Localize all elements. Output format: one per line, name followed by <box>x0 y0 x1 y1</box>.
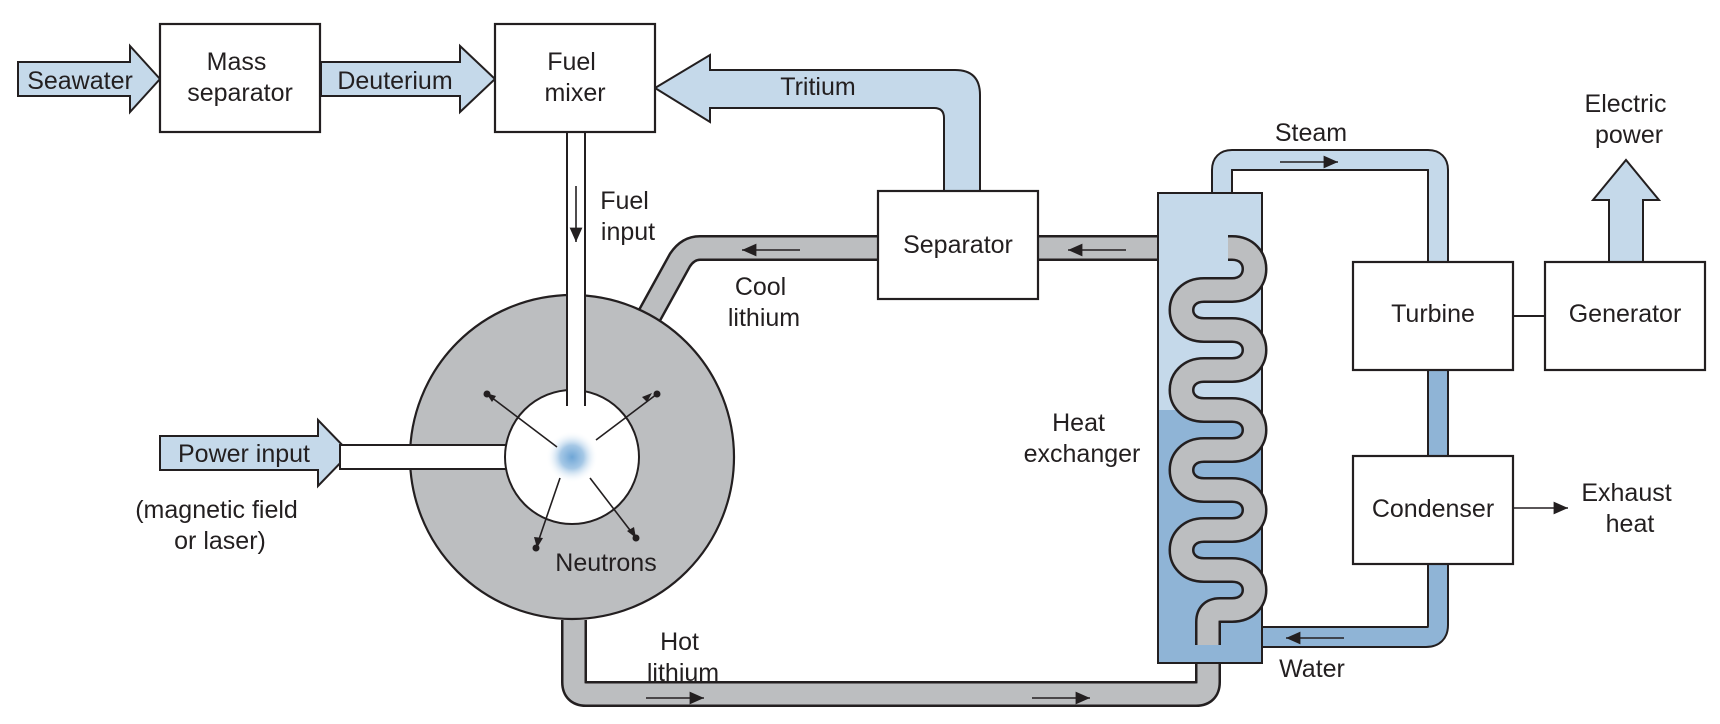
flow-arrows <box>569 155 1568 705</box>
hot-lithium-label: Hot lithium <box>647 628 719 687</box>
seawater-label: Seawater <box>27 67 133 95</box>
turbine-box <box>1351 260 1515 372</box>
turbine-label: Turbine <box>1391 300 1475 328</box>
neutron-rays <box>483 390 661 552</box>
generator-box <box>1543 260 1707 372</box>
mass-separator-box <box>158 22 322 134</box>
fuel-mixer-box <box>493 22 657 134</box>
exhaust-heat-label: Exhaust heat <box>1581 479 1678 538</box>
hot-lithium-pipe <box>561 620 1221 707</box>
power-input-note: (magnetic field or laser) <box>135 496 305 555</box>
electric-power-arrow <box>1590 158 1662 263</box>
separator-box <box>876 189 1040 301</box>
fuel-mixer-label: Fuel mixer <box>544 48 605 107</box>
fuel-input-label: Fuel input <box>600 187 656 246</box>
power-input-arrow <box>159 417 352 489</box>
fusion-reactor <box>339 131 736 621</box>
steam-label: Steam <box>1275 119 1347 147</box>
deuterium-label: Deuterium <box>337 67 452 95</box>
water-return-pipe <box>1262 362 1449 648</box>
seawater-arrow <box>17 43 162 115</box>
separator-label: Separator <box>903 231 1013 259</box>
cool-lithium-pipe <box>636 235 1228 325</box>
power-input-label: Power input <box>178 440 310 468</box>
condenser-label: Condenser <box>1372 495 1494 523</box>
electric-power-label: Electric power <box>1585 90 1674 149</box>
cool-lithium-label: Cool lithium <box>728 273 800 332</box>
mass-separator-label: Mass separator <box>187 48 293 107</box>
generator-label: Generator <box>1569 300 1682 328</box>
tritium-label: Tritium <box>780 73 855 101</box>
water-label: Water <box>1279 655 1345 683</box>
plasma-core <box>546 431 598 483</box>
heat-exchanger-label: Heat exchanger <box>1024 409 1141 468</box>
deuterium-arrow <box>320 43 497 115</box>
condenser-box <box>1351 454 1515 566</box>
neutrons-label: Neutrons <box>555 549 656 577</box>
heat-exchanger-tank <box>1157 192 1268 664</box>
